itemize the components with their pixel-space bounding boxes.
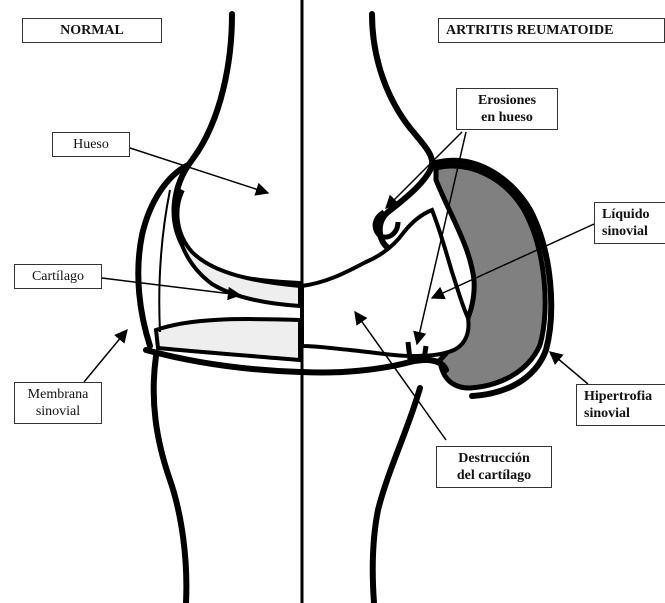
ra-lower-bone (302, 360, 446, 372)
label-destruccion-cartilago: Destrucción del cartílago (436, 446, 552, 488)
label-membrana-sinovial: Membrana sinovial (14, 382, 102, 424)
ra-lower-bone-shaft (373, 388, 420, 603)
normal-panel-title: NORMAL (22, 18, 162, 43)
normal-lower-bone-shaft (154, 356, 187, 603)
label-hueso: Hueso (52, 132, 130, 157)
normal-upper-bone (175, 14, 300, 284)
label-cartilago: Cartílago (14, 264, 102, 289)
label-liquido-sinovial: Líquido sinovial (594, 202, 665, 244)
label-erosiones-en-hueso: Erosiones en hueso (456, 88, 558, 130)
ra-panel-title: ARTRITIS REUMATOIDE (438, 18, 665, 43)
normal-upper-cartilage (176, 190, 300, 306)
arrow-membrana (84, 330, 127, 382)
label-hipertrofia-sinovial: Hipertrofia sinovial (576, 384, 665, 426)
normal-lower-cartilage (156, 319, 300, 360)
normal-joint-capsule (159, 190, 170, 332)
arrow-hipertrofia (550, 352, 588, 384)
